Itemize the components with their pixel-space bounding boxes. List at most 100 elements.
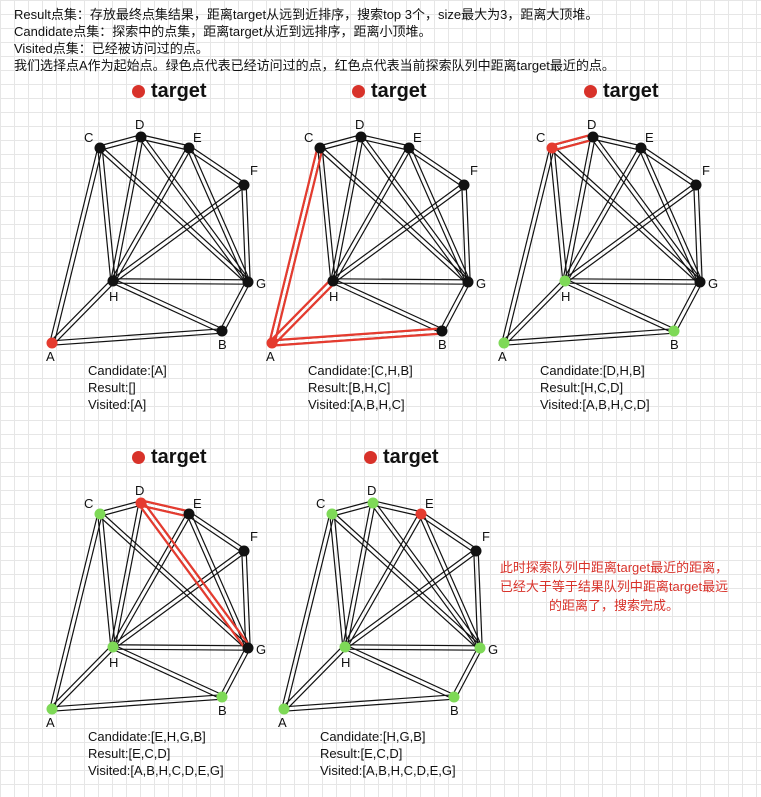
node-label-d: D bbox=[355, 117, 364, 132]
graph-edge bbox=[334, 137, 364, 282]
graph-edge bbox=[566, 137, 596, 282]
graph-edge bbox=[49, 147, 99, 343]
node-label-d: D bbox=[367, 483, 376, 498]
node-f bbox=[458, 179, 470, 191]
graph-edge bbox=[245, 184, 251, 282]
graph-edge bbox=[503, 328, 674, 342]
highlighted-edge bbox=[142, 500, 251, 648]
node-label-b: B bbox=[450, 703, 459, 718]
graph-edge bbox=[98, 149, 247, 285]
graph-edge bbox=[223, 648, 251, 699]
target-label: target bbox=[151, 80, 207, 102]
graph-edge bbox=[562, 146, 640, 281]
graph-edge bbox=[284, 698, 455, 712]
graph-edge bbox=[186, 148, 247, 284]
node-label-f: F bbox=[470, 163, 478, 178]
graph-edge bbox=[563, 182, 696, 280]
graph-edge bbox=[419, 515, 476, 554]
graph-edge bbox=[113, 278, 249, 281]
target-dot-icon bbox=[364, 451, 377, 464]
node-g bbox=[474, 642, 486, 654]
graph-edge bbox=[140, 138, 189, 151]
graph-edge bbox=[190, 146, 251, 282]
candidate-text: Candidate:[D,H,B] bbox=[540, 363, 645, 378]
graph-edge bbox=[592, 138, 641, 151]
node-a bbox=[266, 337, 278, 349]
graph-edge bbox=[97, 148, 112, 282]
target-marker: target bbox=[364, 446, 439, 469]
node-label-f: F bbox=[250, 529, 258, 544]
node-label-f: F bbox=[250, 163, 258, 178]
node-label-f: F bbox=[482, 529, 490, 544]
graph-edge bbox=[418, 514, 479, 650]
graph-edge bbox=[332, 504, 374, 517]
node-f bbox=[690, 179, 702, 191]
graph-edge bbox=[693, 185, 699, 283]
graph-edge bbox=[465, 184, 471, 282]
graph-edge bbox=[332, 282, 468, 285]
node-label-d: D bbox=[587, 117, 596, 132]
graph-edge bbox=[52, 698, 223, 712]
graph-edge bbox=[331, 500, 373, 513]
node-d bbox=[135, 131, 147, 143]
graph-edge bbox=[505, 148, 555, 344]
graph-edge bbox=[697, 184, 703, 282]
node-g bbox=[242, 642, 254, 654]
node-label-a: A bbox=[498, 349, 507, 364]
node-label-a: A bbox=[46, 349, 55, 364]
graph-edge bbox=[111, 282, 222, 334]
graph-edge bbox=[141, 134, 190, 147]
graph-edge bbox=[504, 332, 675, 346]
target-dot-icon bbox=[132, 85, 145, 98]
queue-info: Candidate:[D,H,B] Result:[H,C,D] Visited… bbox=[540, 362, 650, 413]
node-h bbox=[107, 641, 119, 653]
node-label-e: E bbox=[645, 130, 654, 145]
graph-edge bbox=[333, 278, 444, 330]
graph-edge bbox=[330, 136, 360, 281]
graph-edge bbox=[342, 512, 420, 647]
graph-edge bbox=[553, 147, 568, 281]
node-label-g: G bbox=[488, 642, 498, 657]
graph-edge bbox=[346, 503, 376, 648]
node-h bbox=[327, 275, 339, 287]
intro-line-result: Result点集：存放最终点集结果，距离target从远到近排序，搜索top 3… bbox=[14, 7, 599, 22]
graph-edge bbox=[113, 644, 249, 647]
graph-edge bbox=[101, 147, 116, 281]
highlighted-edge bbox=[552, 138, 594, 152]
graph-edge bbox=[100, 504, 142, 517]
node-f bbox=[238, 179, 250, 191]
graph-edge bbox=[317, 148, 332, 282]
graph-edge bbox=[190, 512, 251, 648]
node-c bbox=[94, 142, 106, 154]
graph-edge bbox=[114, 503, 144, 648]
graph-edge bbox=[138, 137, 247, 284]
graph-edge bbox=[361, 134, 410, 147]
graph-edge bbox=[112, 648, 248, 651]
graph-edge bbox=[114, 514, 192, 649]
highlighted-edge bbox=[141, 499, 190, 513]
node-label-b: B bbox=[670, 337, 679, 352]
visited-text: Visited:[A,B,H,C,D,E,G] bbox=[320, 763, 456, 778]
node-label-e: E bbox=[413, 130, 422, 145]
node-c bbox=[94, 508, 106, 520]
graph-edge bbox=[473, 551, 479, 649]
graph-edge bbox=[342, 502, 372, 647]
graph-edge bbox=[358, 137, 467, 284]
graph-edge bbox=[245, 550, 251, 648]
graph-edge bbox=[51, 694, 222, 708]
queue-info: Candidate:[C,H,B] Result:[B,H,C] Visited… bbox=[308, 362, 413, 413]
node-c bbox=[314, 142, 326, 154]
graph-edge bbox=[638, 148, 699, 284]
graph-edge bbox=[100, 138, 142, 151]
node-label-c: C bbox=[316, 496, 325, 511]
graph-edge bbox=[97, 514, 112, 648]
graph-edge bbox=[320, 138, 362, 151]
highlighted-edge bbox=[551, 133, 593, 147]
node-label-g: G bbox=[256, 642, 266, 657]
highlighted-edge bbox=[268, 147, 319, 343]
node-g bbox=[462, 276, 474, 288]
